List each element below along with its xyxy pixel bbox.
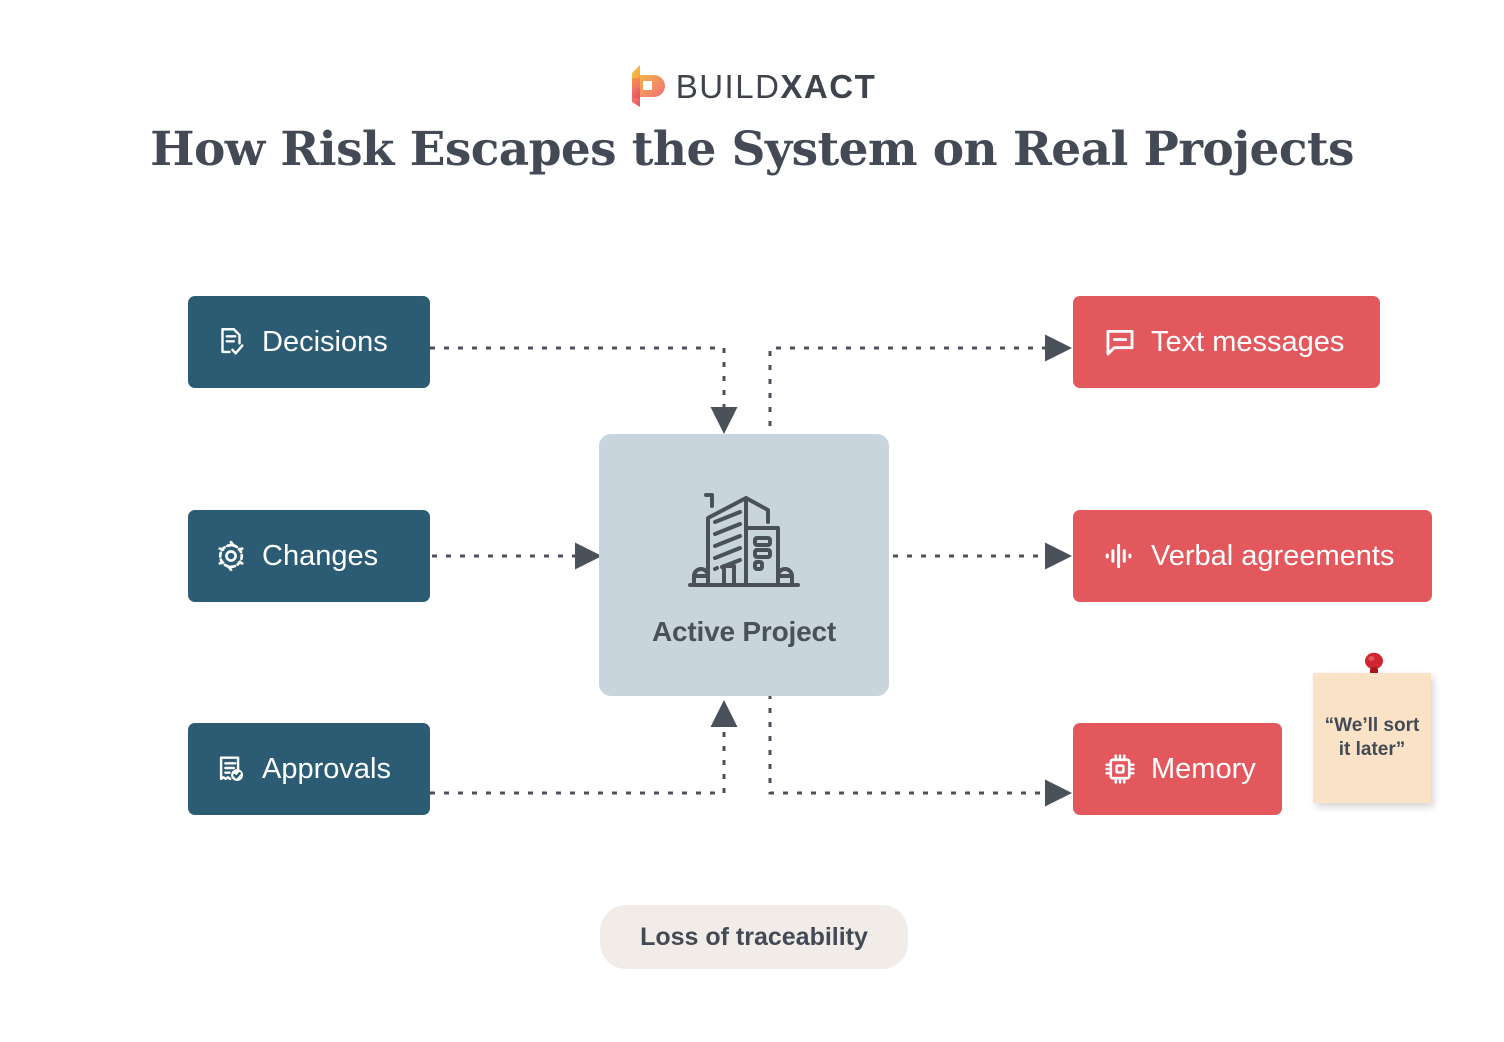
brand-logo: BUILDXACT [0, 62, 1504, 110]
link-project-to-text-messages [768, 334, 1072, 440]
building-icon [682, 482, 806, 602]
chat-bubble-icon [1101, 323, 1139, 361]
audio-waveform-icon [1101, 537, 1139, 575]
page-title: How Risk Escapes the System on Real Proj… [150, 122, 1354, 177]
sticky-note-line-2: it later” [1338, 739, 1406, 760]
node-active-project[interactable]: Active Project [599, 434, 889, 696]
brand-wordmark-build: BUILD [675, 67, 781, 105]
node-changes-label: Changes [262, 539, 379, 572]
brand-wordmark-xact: XACT [780, 67, 877, 105]
node-text-messages-label: Text messages [1151, 325, 1345, 358]
brand-wordmark: BUILDXACT [676, 70, 877, 103]
node-text-messages[interactable]: Text messages [1073, 296, 1380, 388]
node-verbal-agreements-label: Verbal agreements [1151, 539, 1395, 572]
buildxact-b-logo-icon [628, 62, 666, 110]
gear-icon [212, 537, 250, 575]
node-approvals[interactable]: Approvals [188, 723, 430, 815]
node-active-project-label: Active Project [652, 616, 836, 647]
cpu-chip-icon [1101, 750, 1139, 788]
certificate-check-icon [212, 750, 250, 788]
sticky-note-line-1: “We’ll sort [1324, 714, 1420, 736]
node-approvals-label: Approvals [262, 752, 391, 785]
node-decisions[interactable]: Decisions [188, 296, 430, 388]
link-approvals-to-project [430, 700, 738, 795]
node-verbal-agreements[interactable]: Verbal agreements [1073, 510, 1432, 602]
sticky-note-well-sort-it-later: “We’ll sort it later” [1313, 673, 1431, 803]
node-memory[interactable]: Memory [1073, 723, 1282, 815]
sticky-note-text: “We’ll sort it later” [1325, 714, 1420, 763]
outcome-loss-of-traceability: Loss of traceability [600, 905, 908, 969]
outcome-label: Loss of traceability [640, 922, 868, 951]
node-decisions-label: Decisions [262, 325, 388, 358]
link-project-to-memory [768, 694, 1072, 807]
document-check-icon [212, 323, 250, 361]
link-decisions-to-project [430, 346, 738, 434]
node-memory-label: Memory [1151, 752, 1256, 785]
node-changes[interactable]: Changes [188, 510, 430, 602]
